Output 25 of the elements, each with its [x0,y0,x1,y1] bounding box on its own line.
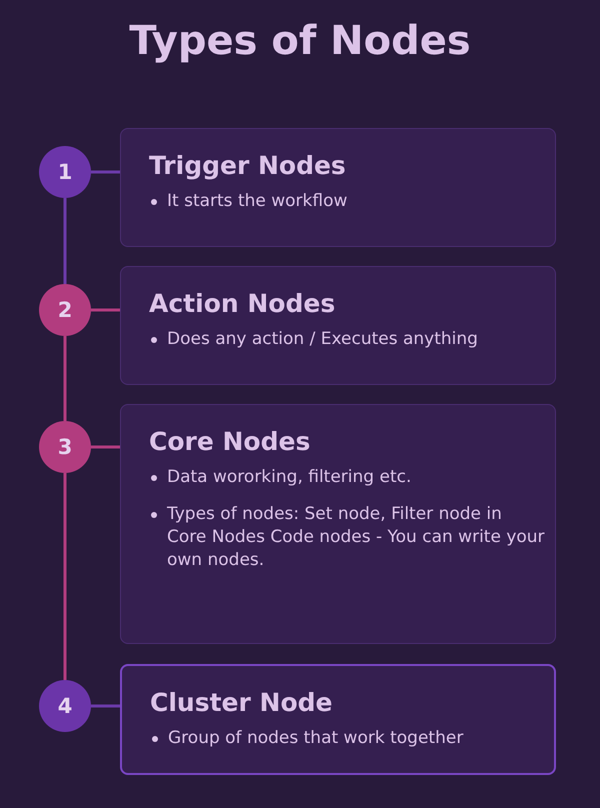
card-heading: Trigger Nodes [149,151,346,180]
step-number-circle: 2 [39,284,91,336]
connector-line [64,473,66,680]
bullet-text: Types of nodes: Set node, Filter node in Core Nodes Code nodes - You can write your own nodes. [167,504,545,570]
card-heading: Cluster Node [150,688,332,717]
connector-line [91,170,120,174]
step-number-circle: 3 [39,421,91,473]
connector-line [64,198,66,284]
bullet-text: Group of nodes that work together [168,728,464,748]
node-type-card [120,128,556,247]
card-heading: Core Nodes [149,427,310,456]
node-type-card [120,404,556,644]
bullet-text: Does any action / Executes anything [167,329,478,349]
bullet-text: Data wororking, filtering etc. [167,467,412,487]
node-type-card [120,664,556,775]
step-number-circle: 4 [39,680,91,732]
connector-line [91,704,120,708]
connector-line [64,336,66,421]
title: Types of Nodes [129,18,471,64]
step-number-circle: 1 [39,146,91,198]
bullet-text: It starts the workflow [167,191,348,211]
connector-line [91,446,120,448]
card-heading: Action Nodes [149,289,336,318]
connector-line [91,308,120,312]
node-type-card [120,266,556,385]
